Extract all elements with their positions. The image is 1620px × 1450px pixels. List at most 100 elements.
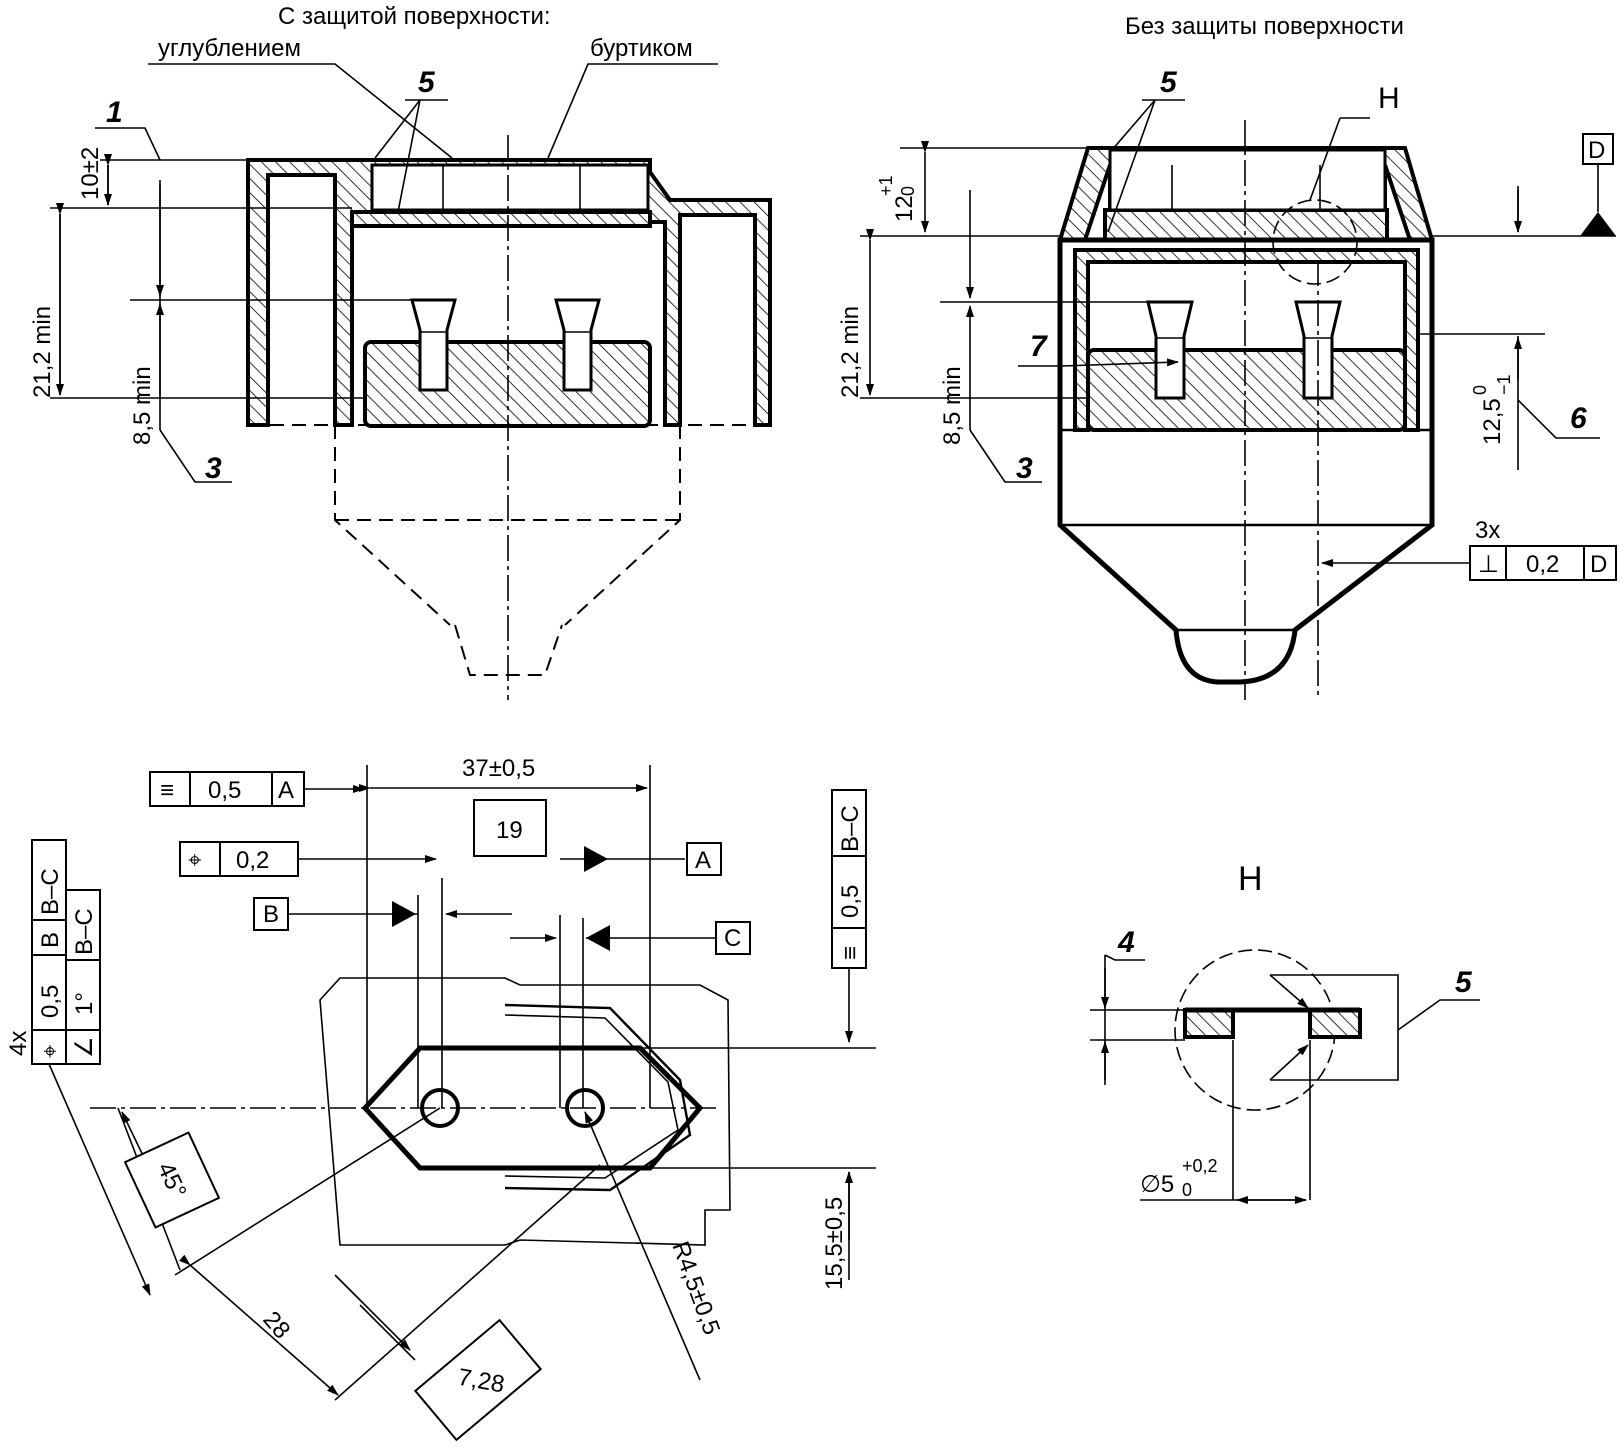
fcf-pos-value-cell [219,841,299,877]
inner-insert [1086,348,1407,432]
callout-3-right: 3 [1016,452,1033,485]
head-cavity [1108,148,1387,212]
contact-left [1146,300,1194,400]
fcf-sym-symbol: ≡ [160,777,174,804]
fcf-perp-datum: D [1590,551,1607,578]
callout-3: 3 [205,452,222,485]
callout-1: 1 [106,96,123,129]
dim-728-ext [334,1274,416,1361]
fcf-left-pos-symbol: ⌖ [37,1044,64,1058]
datum-a-triangle [584,846,608,872]
plan-extension-lines [366,765,651,1108]
leader-3-right [969,429,1042,483]
datum-c-label: C [724,925,741,952]
dim-spacing: 37±0,5 [462,755,535,782]
fcf-perp-value: 0,2 [1526,551,1559,578]
dim-depth-base: 12,5 [1479,398,1506,445]
detail-plate-left [1183,1008,1235,1039]
datum-d-label: D [1588,137,1605,164]
fcf-left-ang-symbol-cell [65,1029,101,1065]
dim-offset-box: 7,28 [413,1318,543,1442]
leader-3 [159,429,232,483]
detail-arrow-b [1269,1044,1309,1081]
detail-bracket [1270,974,1399,1081]
dim-lines-right [860,147,1148,399]
fcf-left-ang-datum: B–C [71,908,98,955]
dim-height-r: 21,2 min [837,306,864,398]
fcf-vert-symbol: ≡ [837,946,864,960]
callout-5-right: 5 [1160,66,1178,99]
datum-b-label: B [263,901,279,928]
fcf-pos-symbol-cell [179,841,221,877]
callout-7: 7 [1030,330,1048,363]
detail-circle-h [1272,199,1358,285]
fcf-sym-datum-cell [271,771,305,807]
plan-view: 37±0,5 19 ≡ 0,5 A ⌖ 0,2 A B C [5,755,876,1442]
dim-length: 28 [257,1306,295,1344]
leader-5 [374,99,448,213]
dim-width: 15,5±0,5 [821,1197,848,1290]
fcf-sym-value-cell [189,771,273,807]
leader-recess [148,63,453,159]
fcf-vert-datum: B–C [837,805,864,852]
plug-body [1057,237,1435,685]
dim-basic-box [473,799,547,857]
dim-pin-height: 8,5 min [129,366,156,445]
leader-6 [1517,399,1600,439]
datum-a-box [686,842,722,876]
datum-d-triangle [1580,212,1616,236]
view-left-title: С защитой поверхности: [278,3,551,30]
datum-c-box [715,921,751,955]
label-recess: углублением [158,35,301,62]
callout-4: 4 [1117,926,1135,959]
callout-6: 6 [1570,402,1587,435]
fcf-left-leader [48,1063,151,1296]
dim-depth-sup: 0 [1470,385,1490,395]
leader-5-detail [1397,999,1480,1031]
face-plate [350,210,652,228]
arrow-7 [1061,358,1179,367]
fcf-left-pos-datum2-cell [31,839,67,921]
leader-5-right [1107,99,1185,233]
detail-dia-base: ∅5 [1140,1171,1174,1198]
detail-plate-right [1308,1008,1362,1039]
leader-collar [547,63,718,159]
detail-ref-h: H [1378,82,1400,115]
detail-h: H 4 5 ∅5 +0,2 0 [1090,860,1480,1204]
dim-28-line [179,1254,339,1396]
fcf-left-pos-value: 0,5 [37,985,64,1018]
fcf-perp-value-cell [1505,545,1585,581]
dim-depth-sub: −1 [1494,374,1514,395]
fcf-perp-count: 3x [1475,517,1500,544]
fcf-perp-datum-cell [1583,545,1617,581]
label-collar: буртиком [590,35,693,62]
datum-b-triangle [392,901,416,927]
contact-sleeve-right [554,298,601,392]
datum-c-triangle [586,925,610,951]
dim-head-sup: +1 [876,175,896,196]
view-right-title: Без защиты поверхности [1125,13,1404,40]
callout-5-detail: 5 [1455,966,1473,999]
head-face [1103,208,1389,242]
fcf-vert-value-cell [831,855,867,929]
fcf-vert-datum-cell [831,789,867,857]
dim-head-base: 12 [891,195,918,222]
view-without-protection: Без защиты поверхности H D [837,13,1617,700]
detail-ext-lines [1090,955,1311,1200]
fcf-sym-datum: A [278,777,294,804]
dim-radius-leader [584,1111,701,1381]
fcf-left-pos-datum2: B–C [37,868,64,915]
dim-socket-height: 21,2 min [29,306,56,398]
leader-1 [95,127,161,161]
datum-d-box [1582,133,1614,165]
detail-h-title: H [1238,860,1263,898]
detail-arrow-a [1269,974,1309,1009]
detail-dia-sup: +0,2 [1182,1156,1218,1176]
recess-cavity [370,163,650,212]
dim-top-depth: 10±2 [77,147,104,200]
fcf-left-count: 4x [5,1031,32,1056]
dim-28-ext [174,1107,601,1401]
fcf-left-ang-value: 1° [71,992,98,1015]
view-with-protection: С защитой поверхности: углублением бурти… [29,3,772,700]
